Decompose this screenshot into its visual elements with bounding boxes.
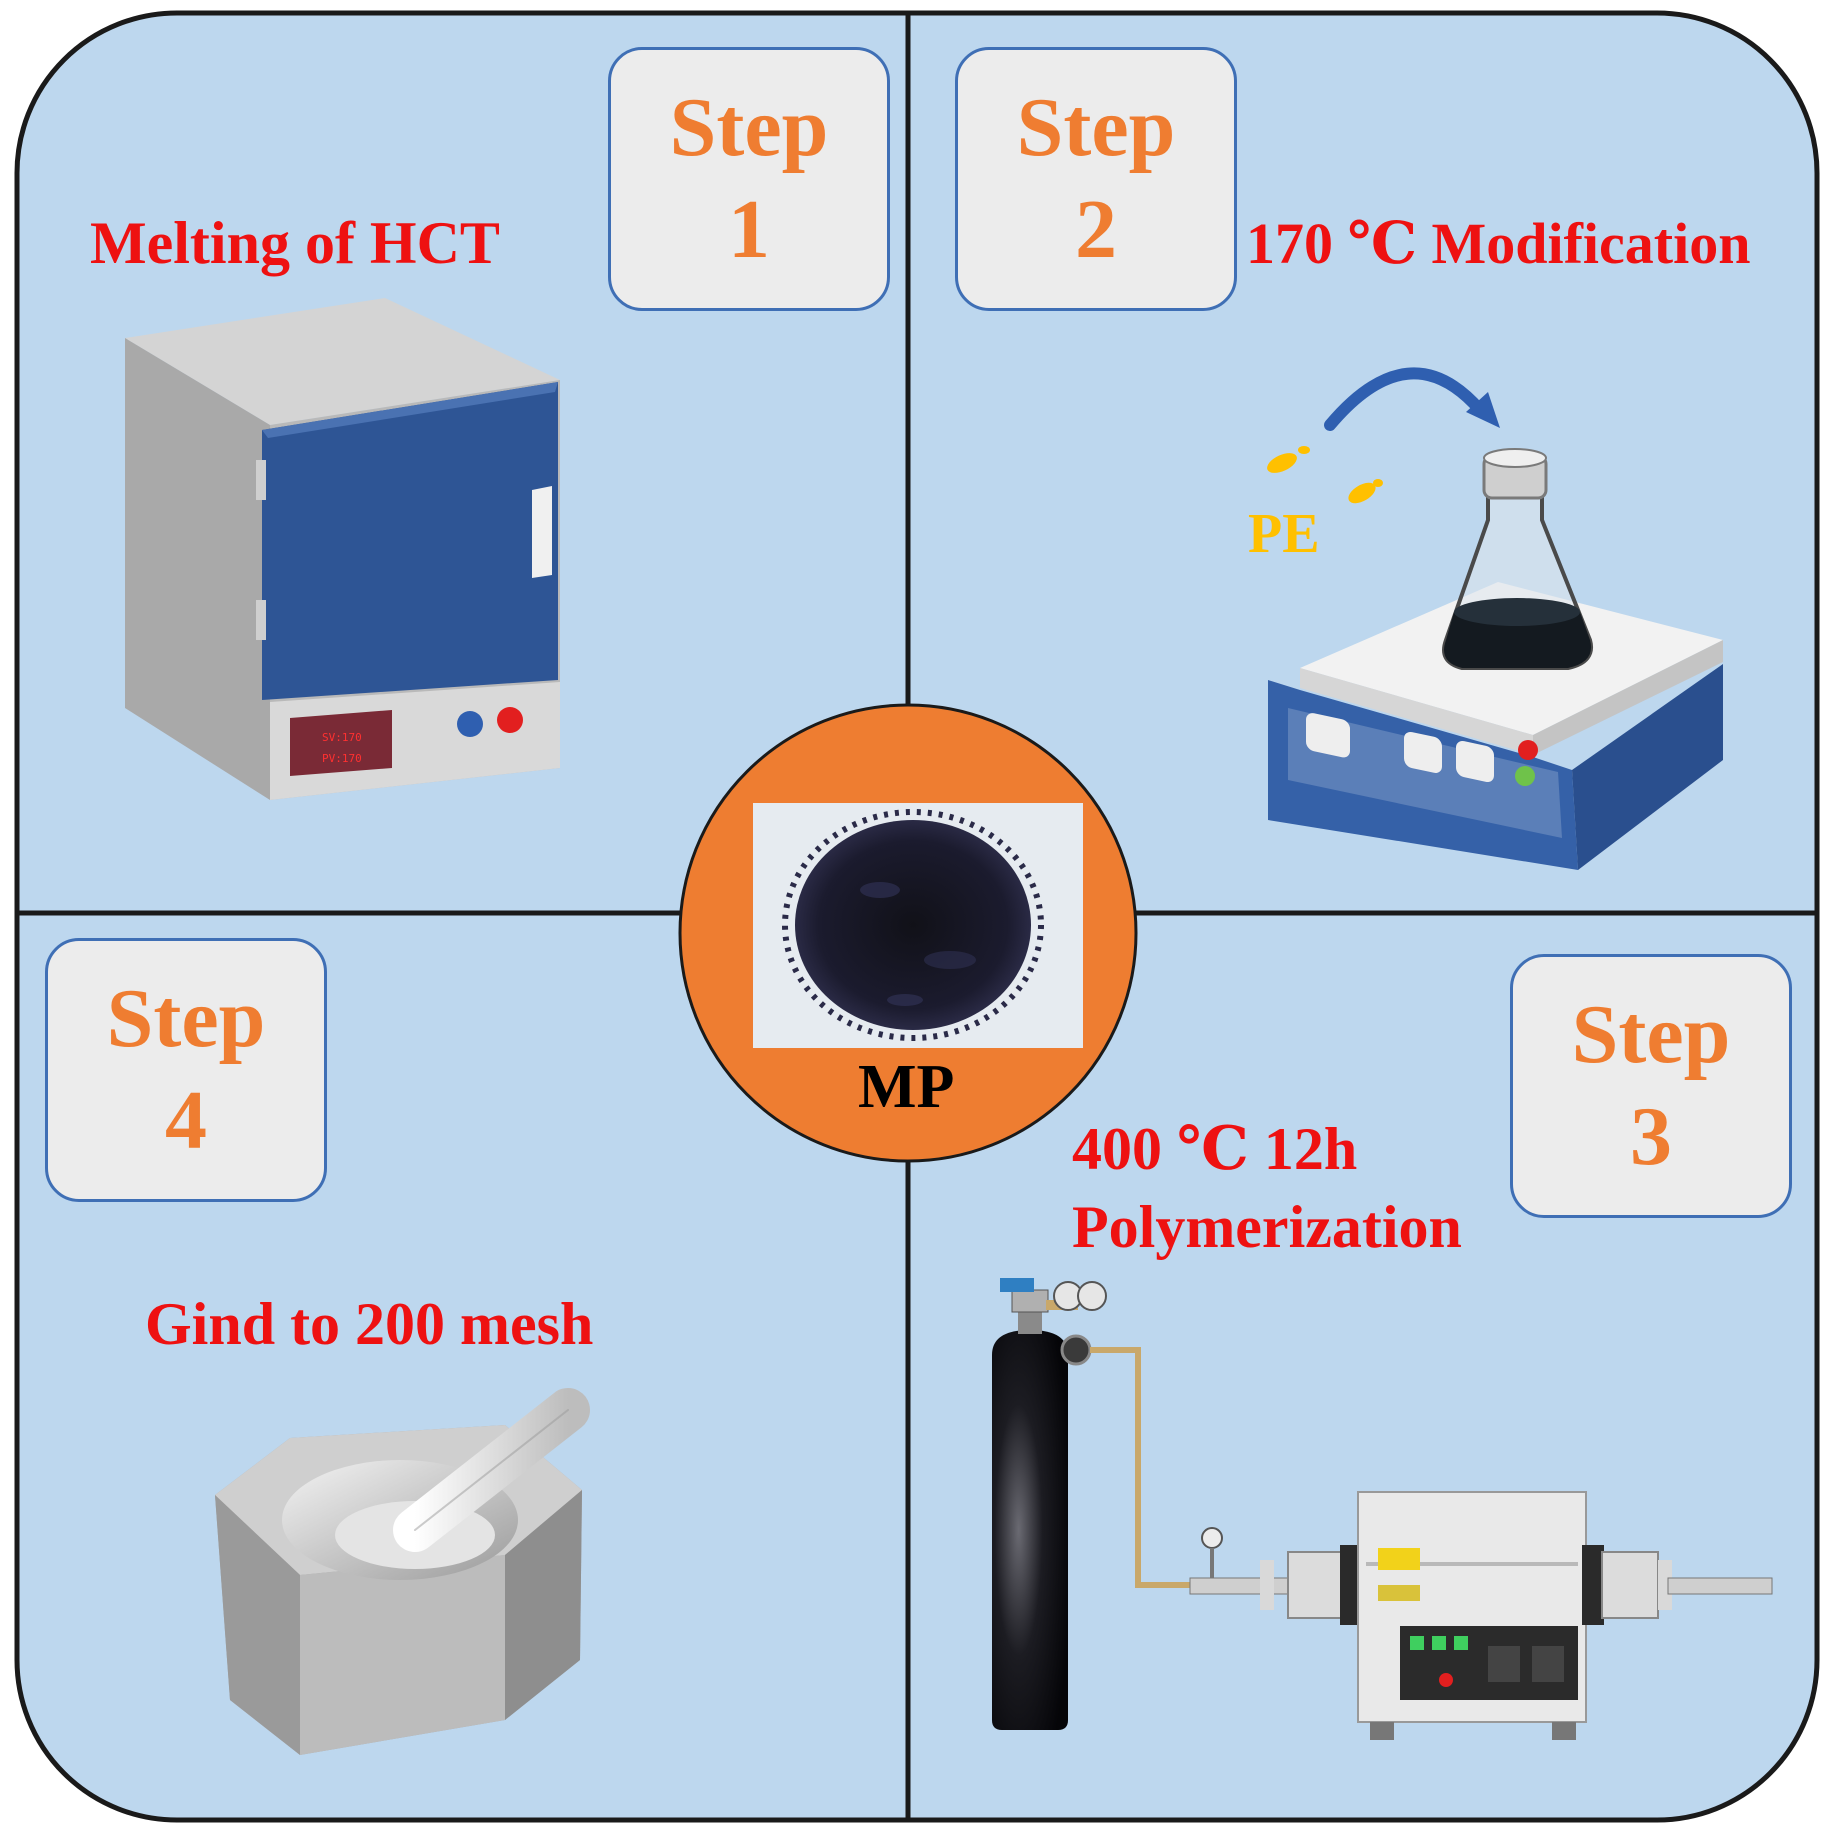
- erlenmeyer-flask-icon: [1442, 448, 1593, 670]
- step-2-label: 170 ℃ Modification: [1246, 211, 1751, 276]
- step-4-box: Step 4: [45, 938, 327, 1202]
- step-4-word: Step: [106, 972, 266, 1065]
- step-3-box: Step 3: [1510, 954, 1792, 1218]
- step-4-number: 4: [165, 1074, 207, 1167]
- oven-display-line2: PV:170: [322, 752, 362, 765]
- center-label: MP: [858, 1053, 955, 1121]
- arrow-icon: [1324, 367, 1500, 431]
- step-1-box: Step 1: [608, 47, 890, 311]
- step-2-word: Step: [1016, 81, 1176, 174]
- step-1-word: Step: [669, 81, 829, 174]
- step-4-label: Gind to 200 mesh: [145, 1291, 594, 1357]
- gas-cylinder-icon: [992, 1278, 1190, 1730]
- drying-oven-icon: SV:170 PV:170: [125, 298, 560, 800]
- step-1-label: Melting of HCT: [90, 210, 500, 276]
- step-3-word: Step: [1571, 988, 1731, 1081]
- step-3-label-line2: Polymerization: [1072, 1194, 1462, 1260]
- mortar-pestle-icon: [215, 1388, 590, 1755]
- step-2-box: Step 2: [955, 47, 1237, 311]
- step-2-number: 2: [1075, 183, 1117, 276]
- tube-furnace-icon: [1189, 1491, 1773, 1740]
- step-1-number: 1: [728, 183, 770, 276]
- particles-photo: [753, 803, 1083, 1048]
- step-3-number: 3: [1630, 1090, 1672, 1183]
- pe-label: PE: [1248, 503, 1320, 565]
- pe-pellets-icon: [1267, 446, 1383, 504]
- oven-display-line1: SV:170: [322, 731, 362, 744]
- step-3-label-line1: 400 ℃ 12h: [1072, 1116, 1358, 1182]
